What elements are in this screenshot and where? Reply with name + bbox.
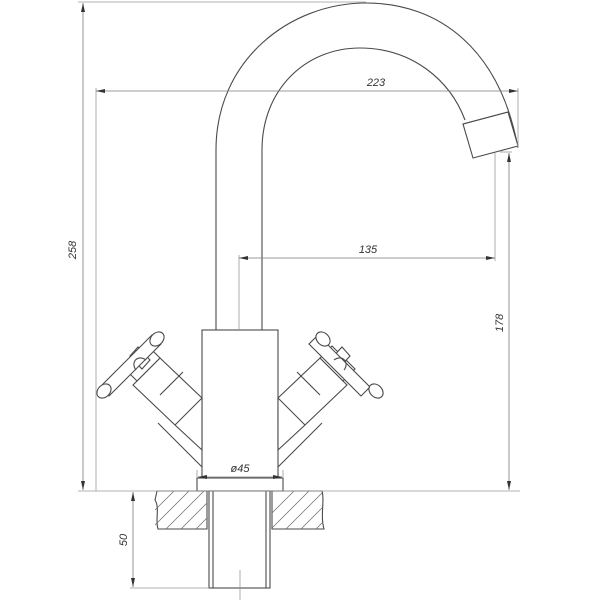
dimension-body-diameter: ø45 bbox=[196, 463, 284, 479]
dimension-label-50: 50 bbox=[118, 533, 130, 546]
dimension-label-135: 135 bbox=[359, 244, 378, 256]
dimension-spout-offset: 135 bbox=[238, 153, 496, 330]
body bbox=[201, 329, 279, 479]
dimension-label-178: 178 bbox=[494, 313, 506, 332]
dimension-label-258: 258 bbox=[67, 240, 79, 260]
dimension-spout-reach: 223 bbox=[95, 77, 519, 491]
dimension-overall-height: 258 bbox=[67, 1, 366, 490]
mounting-shank bbox=[208, 490, 271, 600]
countertop-section bbox=[154, 490, 325, 530]
dimension-shank-length: 50 bbox=[118, 492, 209, 589]
spout bbox=[215, 2, 519, 330]
base-plate bbox=[196, 477, 284, 492]
dimension-label-223: 223 bbox=[366, 77, 386, 89]
right-cross-handle bbox=[277, 331, 384, 468]
dimension-label-diameter-45: ø45 bbox=[231, 463, 251, 475]
left-cross-handle bbox=[96, 331, 203, 468]
dimension-outlet-height: 178 bbox=[494, 151, 512, 490]
spout-aerator bbox=[462, 111, 519, 159]
